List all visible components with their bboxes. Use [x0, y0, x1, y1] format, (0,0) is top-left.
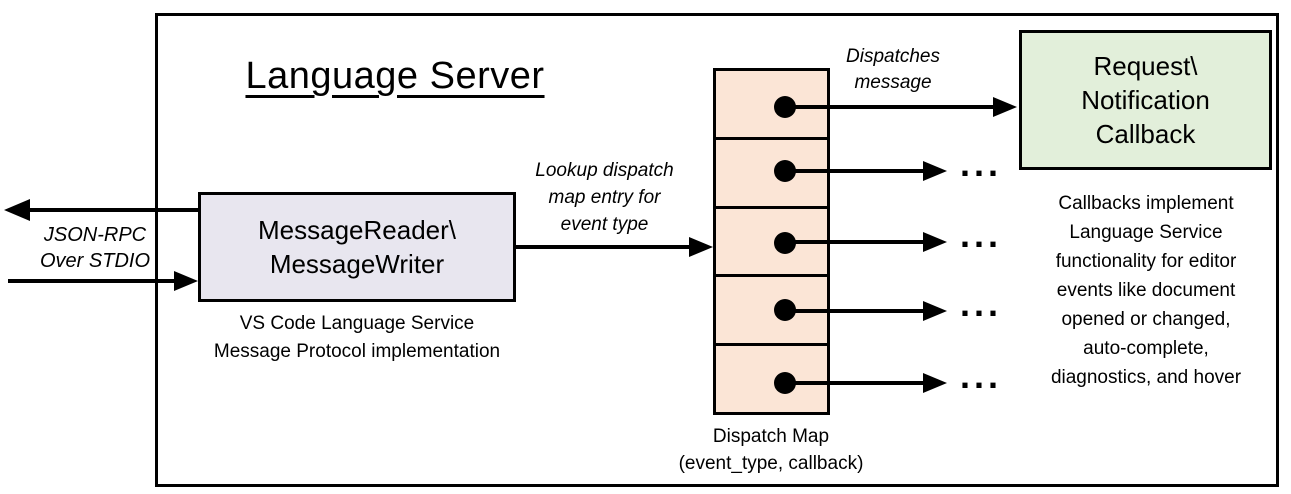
- more-callbacks-ellipsis: ...: [959, 355, 1002, 396]
- lookup-arrow-line: [516, 245, 691, 249]
- callbacks-note: Callbacks implement Language Service fun…: [1050, 193, 1242, 388]
- dispatches-message-label: Dispatches message: [846, 46, 940, 93]
- stdio-output-arrow-line: [14, 208, 198, 212]
- dispatch-arrow-line: [785, 309, 923, 313]
- right-arrowhead-icon: [923, 161, 947, 181]
- dispatch-cell: [716, 71, 827, 137]
- right-arrowhead-icon: [923, 301, 947, 321]
- stdio-input-arrow-line: [8, 279, 176, 283]
- more-callbacks-ellipsis: ...: [959, 143, 1002, 184]
- dispatch-cell: [716, 136, 827, 206]
- request-notification-callback-box: Request\ Notification Callback: [1019, 30, 1272, 170]
- message-reader-writer-box: MessageReader\ MessageWriter: [198, 192, 516, 302]
- right-arrowhead-icon: [923, 232, 947, 252]
- dispatch-cell: [716, 205, 827, 275]
- more-callbacks-ellipsis: ...: [959, 283, 1002, 324]
- json-rpc-stdio-label: JSON-RPC Over STDIO: [39, 224, 150, 272]
- dispatch-map-table: [713, 68, 830, 415]
- dispatch-cell: [716, 343, 827, 412]
- dispatch-cell: [716, 274, 827, 344]
- right-arrowhead-icon: [689, 237, 713, 257]
- dispatch-map-caption: Dispatch Map (event_type, callback): [678, 426, 864, 474]
- dispatch-arrow-line: [785, 240, 923, 244]
- dispatch-arrow-line: [785, 169, 923, 173]
- left-arrowhead-icon: [4, 199, 30, 221]
- dispatch-arrow-line: [785, 381, 923, 385]
- more-callbacks-ellipsis: ...: [959, 214, 1002, 255]
- right-arrowhead-icon: [923, 373, 947, 393]
- diagram-title: Language Server: [245, 55, 545, 97]
- lookup-dispatch-label: Lookup dispatch map entry for event type: [535, 160, 674, 235]
- language-server-boundary-box: [155, 13, 1279, 487]
- right-arrowhead-icon: [174, 271, 198, 291]
- message-reader-caption: VS Code Language Service Message Protoco…: [213, 313, 501, 362]
- right-arrowhead-icon: [993, 97, 1017, 117]
- dispatch-arrow-line: [785, 105, 993, 109]
